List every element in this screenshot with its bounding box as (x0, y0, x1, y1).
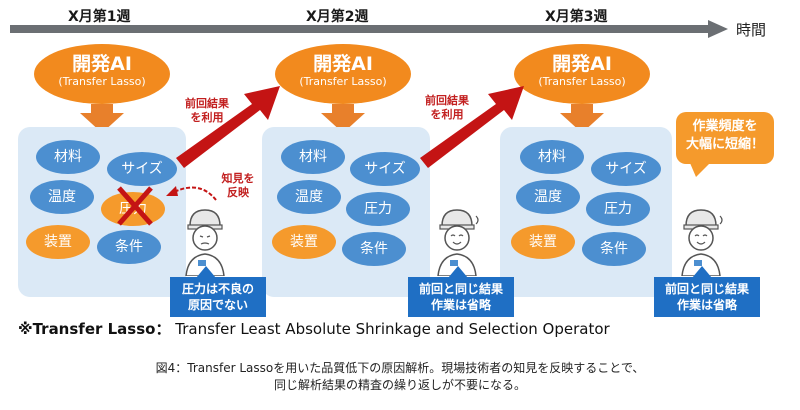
factor-condition: 条件 (582, 232, 646, 266)
down-arrow-stem-3 (571, 104, 593, 114)
factor-pressure: 圧力 (346, 192, 410, 226)
figure-caption: 図4：Transfer Lassoを用いた品質低下の原因解析。現場技術者の知見を… (0, 360, 800, 394)
week-3-label: X月第3週 (545, 9, 608, 25)
factor-equipment: 装置 (511, 225, 575, 259)
factor-equipment: 装置 (26, 225, 90, 259)
caption-line-1: 図4：Transfer Lassoを用いた品質低下の原因解析。現場技術者の知見を… (155, 361, 645, 375)
worker-icon (437, 209, 479, 276)
factor-condition: 条件 (342, 232, 406, 266)
knowledge-reflect-label: 知見を 反映 (221, 172, 255, 199)
ai-model-title: 開発AI (552, 53, 612, 75)
speech-tail-icon (690, 163, 710, 177)
time-axis-label: 時間 (736, 21, 767, 39)
footnote-definition: Transfer Least Absolute Shrinkage and Se… (175, 320, 610, 338)
curved-arrow-icon (166, 186, 217, 201)
ai-model-title: 開発AI (72, 53, 132, 75)
ai-model-subtitle: (Transfer Lasso) (58, 75, 146, 88)
factor-pressure-crossed: 圧力 (101, 192, 165, 226)
ai-model-week1: 開発AI (Transfer Lasso) (34, 44, 170, 104)
footnote-term: ※Transfer Lasso： (18, 320, 171, 338)
callout-week2: 前回と同じ結果 作業は省略 (408, 277, 514, 317)
down-arrow-stem-1 (91, 104, 113, 114)
callout-pointer-icon (692, 266, 712, 278)
factor-material: 材料 (281, 140, 345, 174)
cross-mark-icon (117, 186, 153, 226)
factor-equipment: 装置 (272, 225, 336, 259)
factor-temperature: 温度 (516, 180, 580, 214)
worker-icon (681, 209, 723, 276)
down-arrow-stem-2 (332, 104, 354, 114)
transfer-arrow-icon (420, 86, 524, 168)
callout-pointer-icon (196, 266, 216, 278)
callout-pointer-icon (448, 266, 468, 278)
factor-size: サイズ (591, 152, 661, 186)
factor-temperature: 温度 (277, 180, 341, 214)
factor-condition: 条件 (97, 230, 161, 264)
callout-week3: 前回と同じ結果 作業は省略 (654, 277, 760, 317)
factor-size: サイズ (350, 152, 420, 186)
week-1-label: X月第1週 (68, 9, 131, 25)
factor-pressure: 圧力 (586, 192, 650, 226)
ai-model-title: 開発AI (313, 53, 373, 75)
worker-icon (185, 209, 225, 276)
factor-size: サイズ (107, 152, 177, 186)
ai-model-week2: 開発AI (Transfer Lasso) (275, 44, 411, 104)
transfer-label-1: 前回結果 を利用 (185, 97, 229, 124)
ai-model-subtitle: (Transfer Lasso) (299, 75, 387, 88)
ai-model-week3: 開発AI (Transfer Lasso) (514, 44, 650, 104)
factor-temperature: 温度 (30, 180, 94, 214)
factor-material: 材料 (520, 140, 584, 174)
timeline-bar (10, 25, 710, 33)
timeline-axis (10, 20, 728, 38)
ai-model-subtitle: (Transfer Lasso) (538, 75, 626, 88)
callout-week1: 圧力は不良の 原因でない (170, 277, 266, 317)
transfer-label-2: 前回結果 を利用 (425, 94, 469, 121)
speech-bubble: 作業頻度を 大幅に短縮！ (676, 112, 774, 164)
week-2-label: X月第2週 (306, 9, 369, 25)
footnote: ※Transfer Lasso： Transfer Least Absolute… (18, 318, 610, 339)
timeline-arrowhead (708, 20, 728, 38)
caption-line-2: 同じ解析結果の精査の繰り返しが不要になる。 (273, 378, 526, 392)
transfer-arrow-icon (176, 86, 280, 168)
factor-material: 材料 (36, 140, 100, 174)
